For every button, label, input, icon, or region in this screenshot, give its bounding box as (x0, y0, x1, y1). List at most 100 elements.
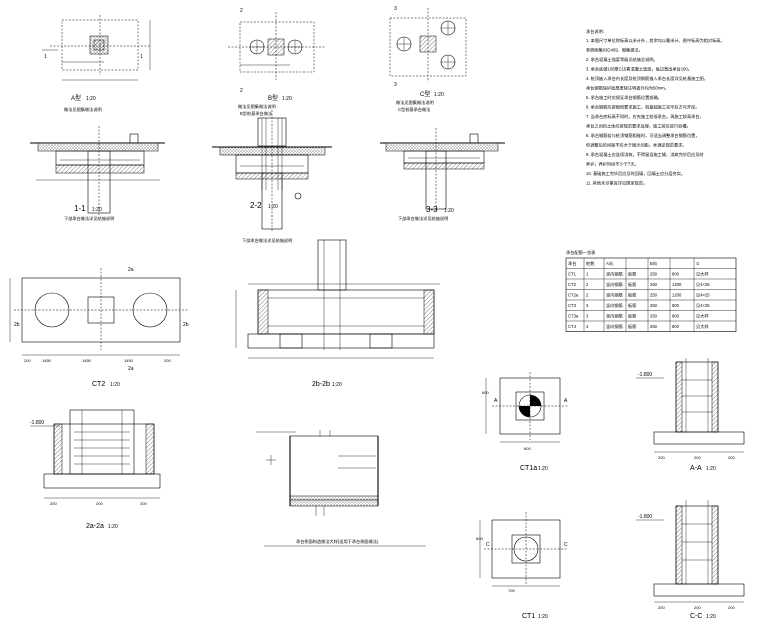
c-plan-note1: 做法见图集做法说明 (396, 99, 434, 106)
table-cell: 3 (586, 303, 589, 308)
note-line: 承台之间的土体应按规范要求处理，施工前应进行验槽。 (586, 123, 691, 130)
section-2-2: 2-2 1:20 下部承台做法详见结施说明 (212, 110, 332, 244)
sec-aa-title: A-A (690, 465, 702, 472)
c-plan-note2: C型桩基承台做法 (398, 106, 430, 113)
note-line: 6. 承台钢筋应按图纸要求施工，桩基础施工完毕后方可开挖。 (586, 104, 700, 111)
table-cell: 1 (586, 272, 589, 277)
a-plan-scale: 1:20 (86, 96, 96, 102)
table-cell: 板筋 (628, 313, 636, 320)
table-cell: 800 (672, 303, 680, 308)
sec-1-1-scale: 1:20 (92, 207, 102, 213)
table-cell: 800 (672, 272, 680, 277)
section-a-a: -1.800 200 200 200 A-A 1:20 (636, 358, 745, 472)
svg-text:2: 2 (240, 8, 243, 14)
table-cell: 250 (650, 272, 658, 277)
note-line: 11. 其他未尽事宜详见国家规范。 (586, 180, 647, 187)
sec-cc-dim-1: 200 (694, 605, 701, 610)
sec-cc-elev: -1.800 (638, 514, 652, 520)
svg-text:1: 1 (140, 54, 143, 60)
table-cell: 竖向钢筋 (606, 323, 623, 330)
ct1c-dim-v: 600 (476, 536, 483, 541)
note-line: 8. 承台钢筋若与桩顶钢筋相碰时，可适当调整承台钢筋位置， (586, 132, 700, 139)
ct1c-cut-right: C (564, 542, 568, 548)
sec-aa-dim-0: 200 (658, 455, 665, 460)
sec-aa-scale: 1:20 (706, 466, 716, 472)
ct2-dim-label: 1450 (124, 358, 134, 363)
ct2-cut-bottom: 2a (128, 366, 134, 372)
ct2-cut-left: 2b (14, 322, 20, 328)
general-notes: 承台说明: 1. 本图尺寸单位除标高以米计外，其余均以毫米计，图中标高为相对标高… (586, 28, 725, 187)
sec-2-2-note: 下部承台做法详见结施说明 (242, 237, 292, 244)
sec-2a-dim-label: 200 (50, 501, 57, 506)
a-type-plan: 1 1 A型 1:20 做法见图集做法说明 (42, 15, 151, 113)
ct1-plan: C C 600 700 CT1 1:20 (476, 512, 568, 620)
table-cell: 板筋 (628, 302, 636, 309)
ct2-title: CT2 (92, 381, 105, 388)
table-frame (565, 257, 737, 332)
table-cell: 见大样 (696, 313, 709, 320)
c-type-plan: 3 3 C型 1:20 做法见图集做法说明 C型桩基承台做法 (389, 6, 467, 113)
sec-3-3-scale: 1:20 (444, 208, 454, 214)
b-type-plan: 2 2 B型 1:20 做法见图集做法说明 B型桩基承台做法 (228, 8, 326, 117)
table-cell: CT1 (568, 272, 577, 277)
note-line: 4. 桩顶嵌入承台内长度及桩顶钢筋锚入承台长度详见桩基施工图， (586, 75, 708, 82)
sec-cc-title: C-C (690, 613, 702, 620)
ct1a-cut-left: A (494, 398, 498, 404)
c-plan-scale: 1:20 (434, 92, 444, 98)
notes-heading: 承台说明: (586, 28, 604, 35)
table-cell: 250 (650, 293, 658, 298)
ct2-cut-right: 2b (183, 322, 189, 328)
table-cell: CT4 (568, 324, 577, 329)
b-plan-note2: B型桩基承台做法 (240, 110, 272, 117)
b-plan-scale: 1:20 (282, 96, 292, 102)
ct1c-scale: 1:20 (538, 614, 548, 620)
note-line: 3. 承台底做100厚C15素混凝土垫层，每边宽出承台100。 (586, 66, 692, 73)
sec-cc-dim-0: 200 (658, 605, 665, 610)
table-header-cell: A向 (606, 260, 613, 266)
svg-text:2: 2 (240, 88, 243, 94)
section-1-1: 1-1 1:20 下部承台做法详见结施说明 (30, 126, 165, 222)
ct1c-dim-h: 700 (508, 588, 515, 593)
sec-3-3-title: 3-3 (426, 205, 438, 214)
table-cell: CT3a (568, 314, 579, 319)
sec-aa-elev: -1.800 (638, 372, 652, 378)
b-plan-title: B型 (268, 94, 278, 102)
section-c-c: -1.800 200 200 200 C-C 1:20 (636, 500, 745, 620)
table-cell: 竖向钢筋 (606, 292, 623, 299)
sec-1-1-title: 1-1 (74, 204, 86, 213)
svg-text:1: 1 (44, 54, 47, 60)
sec-2a-dim-label: 200 (96, 501, 103, 506)
ct1c-cut-left: C (486, 542, 490, 548)
table-cell: 2 (586, 282, 589, 287)
b-plan-note1: 做法见图集做法说明 (238, 103, 276, 110)
table-cell: CT2a (568, 293, 579, 298)
svg-text:3: 3 (394, 82, 397, 88)
table-cell: 见4×25 (696, 293, 710, 299)
sec-2b-scale: 1:20 (332, 382, 342, 388)
ct1c-title: CT1 (522, 613, 535, 620)
table-cell: 见4×25 (696, 282, 710, 288)
a-plan-title: A型 (71, 94, 81, 102)
note-line: 9. 承台混凝土应连续浇筑，不得留设施工缝，浇筑完毕后应及时 (586, 151, 705, 158)
sec-2a-dim-label: 200 (140, 501, 147, 506)
note-line: 7. 当承台底标高不同时，应先施工较低承台，再施工较高承台， (586, 113, 704, 120)
table-header-cell: B向 (650, 260, 657, 266)
table-cell: CT2 (568, 282, 577, 287)
sec-2-2-scale: 1:20 (268, 204, 278, 210)
wall-detail: 承台侧面构造做法大样(适用于承台侧面做法) (256, 430, 426, 547)
sec-2a-elev: -1.800 (30, 420, 44, 426)
table-cell: 板筋 (628, 292, 636, 299)
table-cell: 800 (672, 324, 680, 329)
note-line: 5. 承台施工时应保证承台钢筋位置准确。 (586, 94, 662, 101)
ct2-scale: 1:20 (110, 382, 120, 388)
section-2b-2b: 2b-2b 1:20 (235, 239, 440, 388)
table-cell: 竖向钢筋 (606, 313, 623, 320)
note-line: 10. 基础施工完毕后应及时回填，回填土应分层夯实。 (586, 170, 685, 177)
table-header-cell: 承台 (568, 260, 576, 267)
table-cell: 竖向钢筋 (606, 281, 623, 288)
ct2-dim-label: 200 (164, 358, 171, 363)
sec-3-3-note: 下部承台做法详见结施说明 (398, 215, 448, 222)
ct2-dim-label: 1450 (42, 358, 52, 363)
table-cell: 250 (650, 324, 658, 329)
